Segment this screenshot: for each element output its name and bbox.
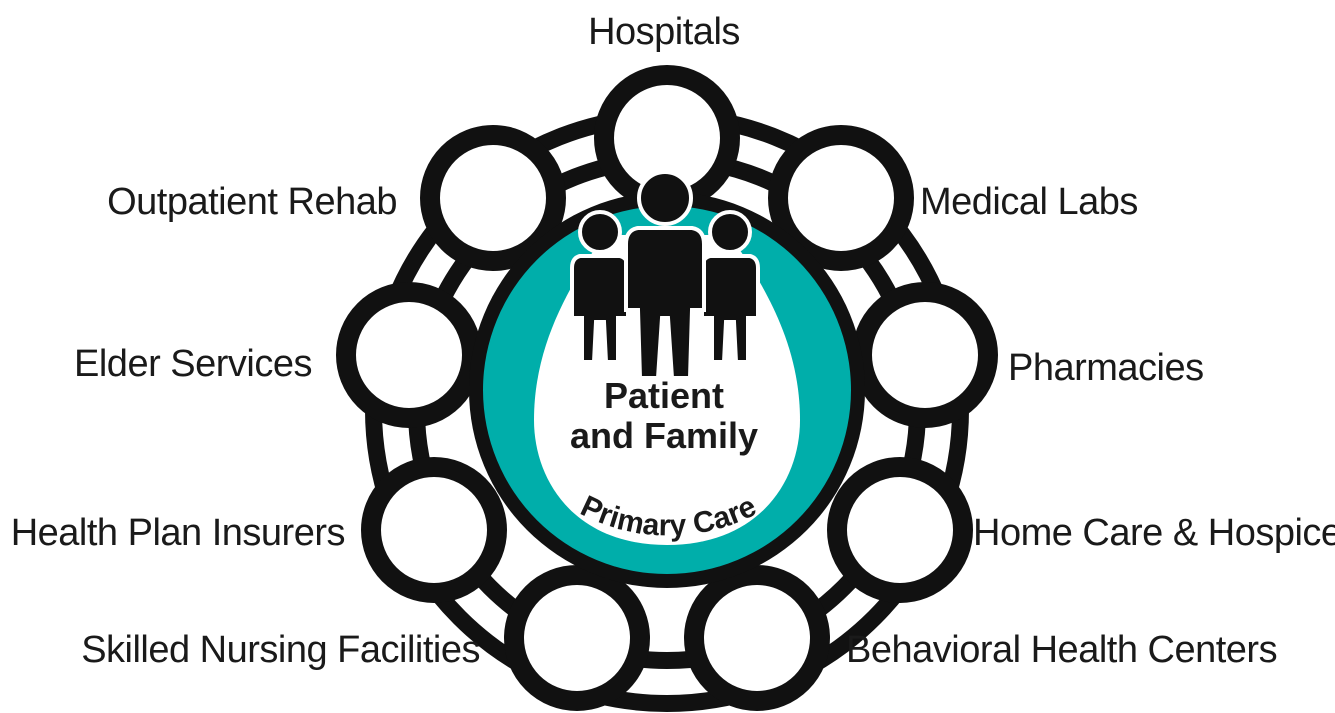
node-label-hospitals: Hospitals — [588, 11, 740, 53]
node-label-health-plan: Health Plan Insurers — [11, 512, 345, 554]
node-label-medical-labs: Medical Labs — [920, 181, 1138, 223]
node-circle-pharmacies — [852, 282, 998, 428]
family-icon — [570, 170, 760, 380]
center-label-line2: and Family — [570, 415, 758, 456]
node-circle-elder-services — [336, 282, 482, 428]
node-label-elder-services: Elder Services — [74, 343, 312, 385]
node-label-skilled-nursing: Skilled Nursing Facilities — [81, 629, 480, 671]
center-label-line1: Patient — [604, 375, 724, 416]
node-label-home-care: Home Care & Hospice — [973, 512, 1335, 554]
satellite-circles — [336, 65, 998, 711]
node-circle-outpatient-rehab — [420, 125, 566, 271]
node-circle-behavioral-health — [684, 565, 830, 711]
node-labels: Hospitals Medical Labs Pharmacies Home C… — [11, 11, 1335, 671]
node-circle-home-care — [827, 457, 973, 603]
node-circle-health-plan — [361, 457, 507, 603]
node-label-behavioral-health: Behavioral Health Centers — [846, 629, 1277, 671]
node-circle-skilled-nursing — [504, 565, 650, 711]
node-label-outpatient-rehab: Outpatient Rehab — [107, 181, 397, 223]
node-label-pharmacies: Pharmacies — [1008, 347, 1204, 389]
node-circle-medical-labs — [768, 125, 914, 271]
